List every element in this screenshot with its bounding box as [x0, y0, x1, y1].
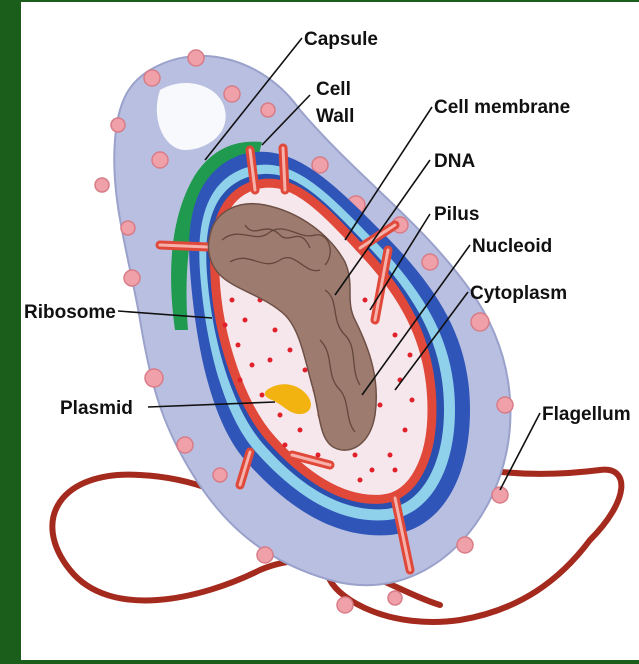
label-cell-membrane: Cell membrane — [434, 97, 570, 118]
label-ribosome: Ribosome — [24, 302, 116, 323]
label-nucleoid: Nucleoid — [472, 236, 552, 257]
label-plasmid: Plasmid — [60, 398, 133, 419]
label-pilus: Pilus — [434, 204, 479, 225]
label-cytoplasm: Cytoplasm — [470, 283, 567, 304]
label-capsule: Capsule — [304, 29, 378, 50]
label-cell-wall-1: Cell — [316, 79, 351, 100]
label-flagellum: Flagellum — [542, 404, 631, 425]
label-dna: DNA — [434, 151, 475, 172]
label-cell-wall-2: Wall — [316, 106, 354, 127]
